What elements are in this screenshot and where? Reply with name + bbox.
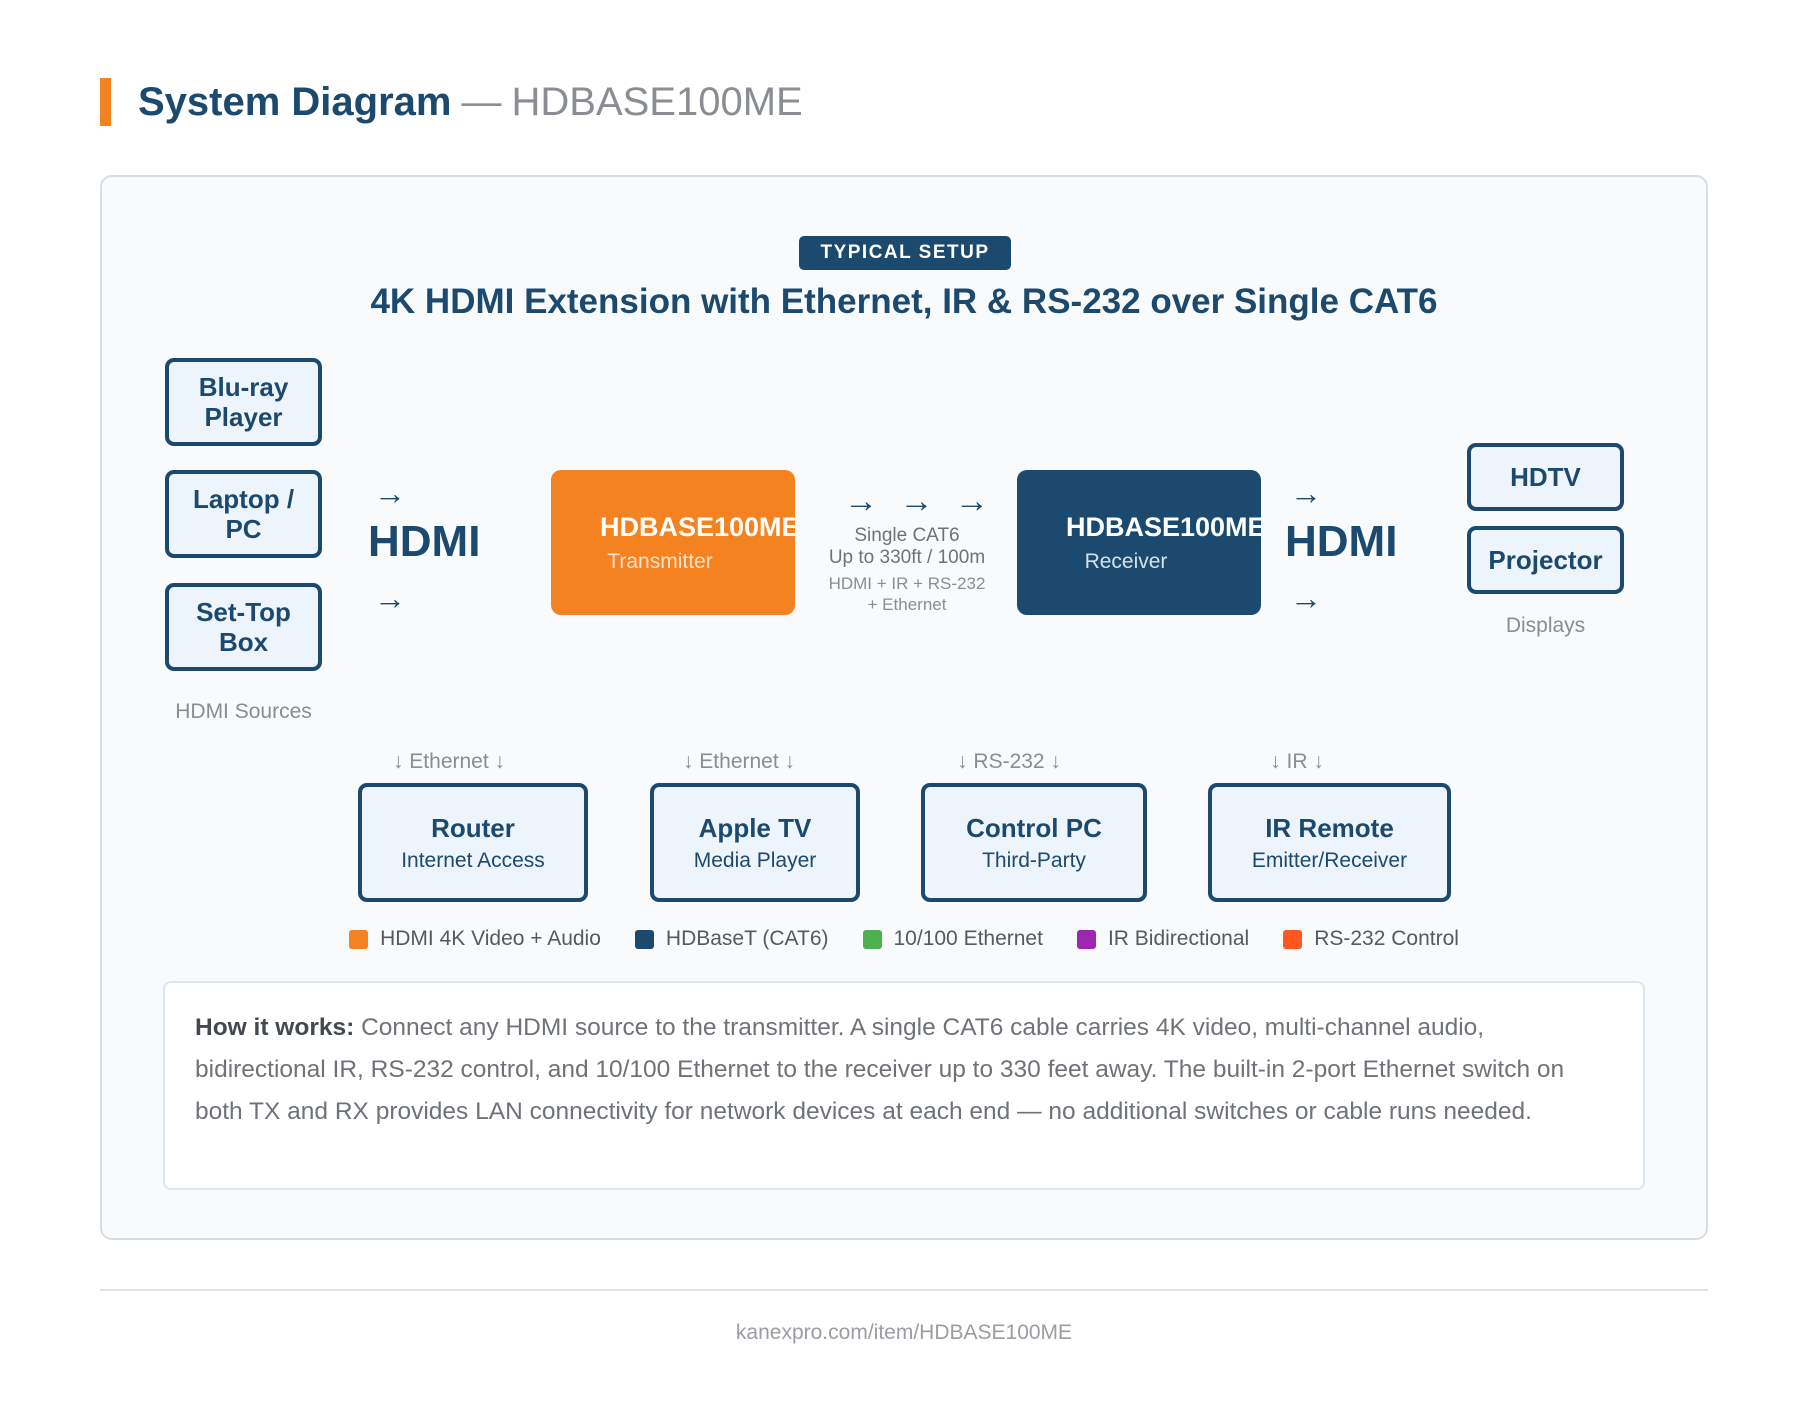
transmitter-name: HDBASE100ME	[600, 512, 795, 542]
page-title: System Diagram	[138, 79, 452, 124]
displays-caption: Displays	[1505, 614, 1586, 637]
legend-swatch	[349, 929, 369, 949]
page-subtitle: HDBASE100ME	[511, 79, 803, 124]
peripheral-title: Router	[431, 812, 515, 843]
link-label-rs232: ↓ RS-232 ↓	[957, 750, 1061, 773]
legend-swatch	[1283, 929, 1303, 949]
peripheral-title: IR Remote	[1265, 812, 1394, 843]
cable-type-label: Single CAT6	[854, 525, 960, 546]
hdmi-sources-caption: HDMI Sources	[175, 700, 312, 723]
link-label-ethernet: ↓ Ethernet ↓	[682, 750, 796, 773]
source-label-line2: Player	[204, 402, 283, 432]
how-it-works-body: Connect any HDMI source to the transmitt…	[195, 1014, 1565, 1125]
right-arrow-icon: →	[374, 580, 406, 616]
legend-label: RS-232 Control	[1314, 927, 1459, 950]
legend-item-hdbaset: HDBaseT (CAT6)	[634, 927, 829, 951]
right-arrow-icon: →	[374, 475, 406, 511]
how-it-works-box: How it works: Connect any HDMI source to…	[163, 981, 1645, 1190]
legend-label: HDBaseT (CAT6)	[665, 927, 829, 950]
link-label-ethernet: ↓ Ethernet ↓	[392, 750, 506, 773]
receiver-unit: HDBASE100ME Receiver	[1017, 470, 1261, 615]
source-label-line2: Box	[218, 627, 269, 657]
cable-signals-label: HDMI + IR + RS-232	[828, 574, 986, 593]
peripheral-subtitle: Media Player	[693, 848, 817, 872]
transmitter-role: Transmitter	[607, 550, 713, 573]
legend-item-rs232: RS-232 Control	[1283, 927, 1459, 951]
source-label-line1: Laptop /	[192, 484, 295, 514]
source-label-line1: Blu-ray	[198, 372, 289, 402]
legend-swatch	[862, 929, 882, 949]
how-it-works-lead: How it works:	[195, 1014, 355, 1041]
cable-distance-label: Up to 330ft / 100m	[828, 547, 986, 568]
peripheral-title: Control PC	[966, 812, 1102, 843]
footer-divider	[100, 1289, 1708, 1291]
display-label: HDTV	[1510, 462, 1581, 492]
right-arrow-icon: →	[1290, 475, 1322, 511]
display-projector: Projector	[1467, 526, 1624, 594]
peripheral-subtitle: Third-Party	[982, 848, 1086, 872]
legend-swatch	[1076, 929, 1096, 949]
right-arrow-icon: →	[1290, 580, 1322, 616]
link-label-ir: ↓ IR ↓	[1270, 750, 1324, 773]
peripheral-control-pc: Control PC Third-Party	[921, 783, 1147, 902]
source-bluray-player: Blu-ray Player	[165, 358, 322, 446]
peripheral-ir-remote: IR Remote Emitter/Receiver	[1208, 783, 1451, 902]
page-header: System Diagram — HDBASE100ME	[100, 78, 803, 126]
source-label-line2: PC	[225, 514, 262, 544]
source-laptop-pc: Laptop / PC	[165, 470, 322, 558]
receiver-role: Receiver	[1084, 550, 1168, 573]
peripheral-title: Apple TV	[698, 812, 812, 843]
display-hdtv: HDTV	[1467, 443, 1624, 511]
legend-item-ir: IR Bidirectional	[1076, 927, 1250, 951]
legend-item-hdmi: HDMI 4K Video + Audio	[349, 927, 601, 951]
accent-bar	[100, 78, 111, 126]
legend-item-ethernet: 10/100 Ethernet	[862, 927, 1043, 951]
transmitter-unit: HDBASE100ME Transmitter	[551, 470, 795, 615]
hdmi-output-label: HDMI	[1285, 517, 1398, 566]
title-separator: —	[461, 79, 502, 124]
cat6-arrows-icon: → → →	[844, 482, 995, 520]
peripheral-router: Router Internet Access	[358, 783, 588, 902]
diagram-panel: TYPICAL SETUP 4K HDMI Extension with Eth…	[100, 175, 1708, 1240]
source-label-line1: Set-Top	[196, 597, 291, 627]
how-it-works-text: How it works: Connect any HDMI source to…	[195, 1007, 1613, 1133]
signal-legend: HDMI 4K Video + Audio HDBaseT (CAT6) 10/…	[102, 927, 1706, 951]
legend-label: IR Bidirectional	[1107, 927, 1250, 950]
peripheral-subtitle: Internet Access	[401, 848, 545, 872]
peripheral-subtitle: Emitter/Receiver	[1251, 848, 1408, 872]
hdmi-input-label: HDMI	[368, 517, 481, 566]
legend-swatch	[634, 929, 654, 949]
legend-label: 10/100 Ethernet	[893, 927, 1043, 950]
peripheral-apple-tv: Apple TV Media Player	[650, 783, 860, 902]
typical-setup-badge: TYPICAL SETUP	[799, 236, 1011, 270]
footer-url: kanexpro.com/item/HDBASE100ME	[735, 1321, 1073, 1344]
receiver-name: HDBASE100ME	[1066, 512, 1261, 542]
cable-signals-label-2: + Ethernet	[867, 595, 947, 614]
setup-title: 4K HDMI Extension with Ethernet, IR & RS…	[370, 282, 1438, 321]
source-set-top-box: Set-Top Box	[165, 583, 322, 671]
legend-label: HDMI 4K Video + Audio	[380, 927, 601, 950]
display-label: Projector	[1488, 545, 1603, 575]
